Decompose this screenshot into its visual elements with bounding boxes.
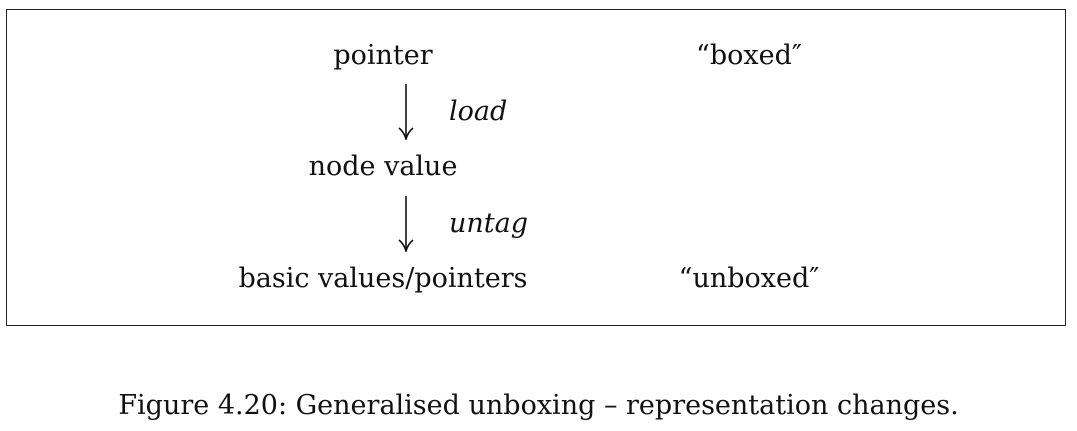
- figure-caption: Figure 4.20: Generalised unboxing – repr…: [118, 390, 959, 421]
- arrow-label-untag: untag: [449, 208, 529, 239]
- node-basic-values-pointers: basic values/pointers: [238, 263, 528, 294]
- down-arrow-load: [398, 84, 414, 140]
- node-pointer: pointer: [333, 40, 433, 71]
- node-node-value: node value: [308, 151, 458, 182]
- arrow-label-load: load: [449, 96, 508, 127]
- diagram-frame: [6, 9, 1066, 326]
- down-arrow-untag: [398, 196, 414, 252]
- tag-unboxed: “unboxed″: [678, 263, 820, 294]
- tag-boxed: “boxed″: [696, 40, 802, 71]
